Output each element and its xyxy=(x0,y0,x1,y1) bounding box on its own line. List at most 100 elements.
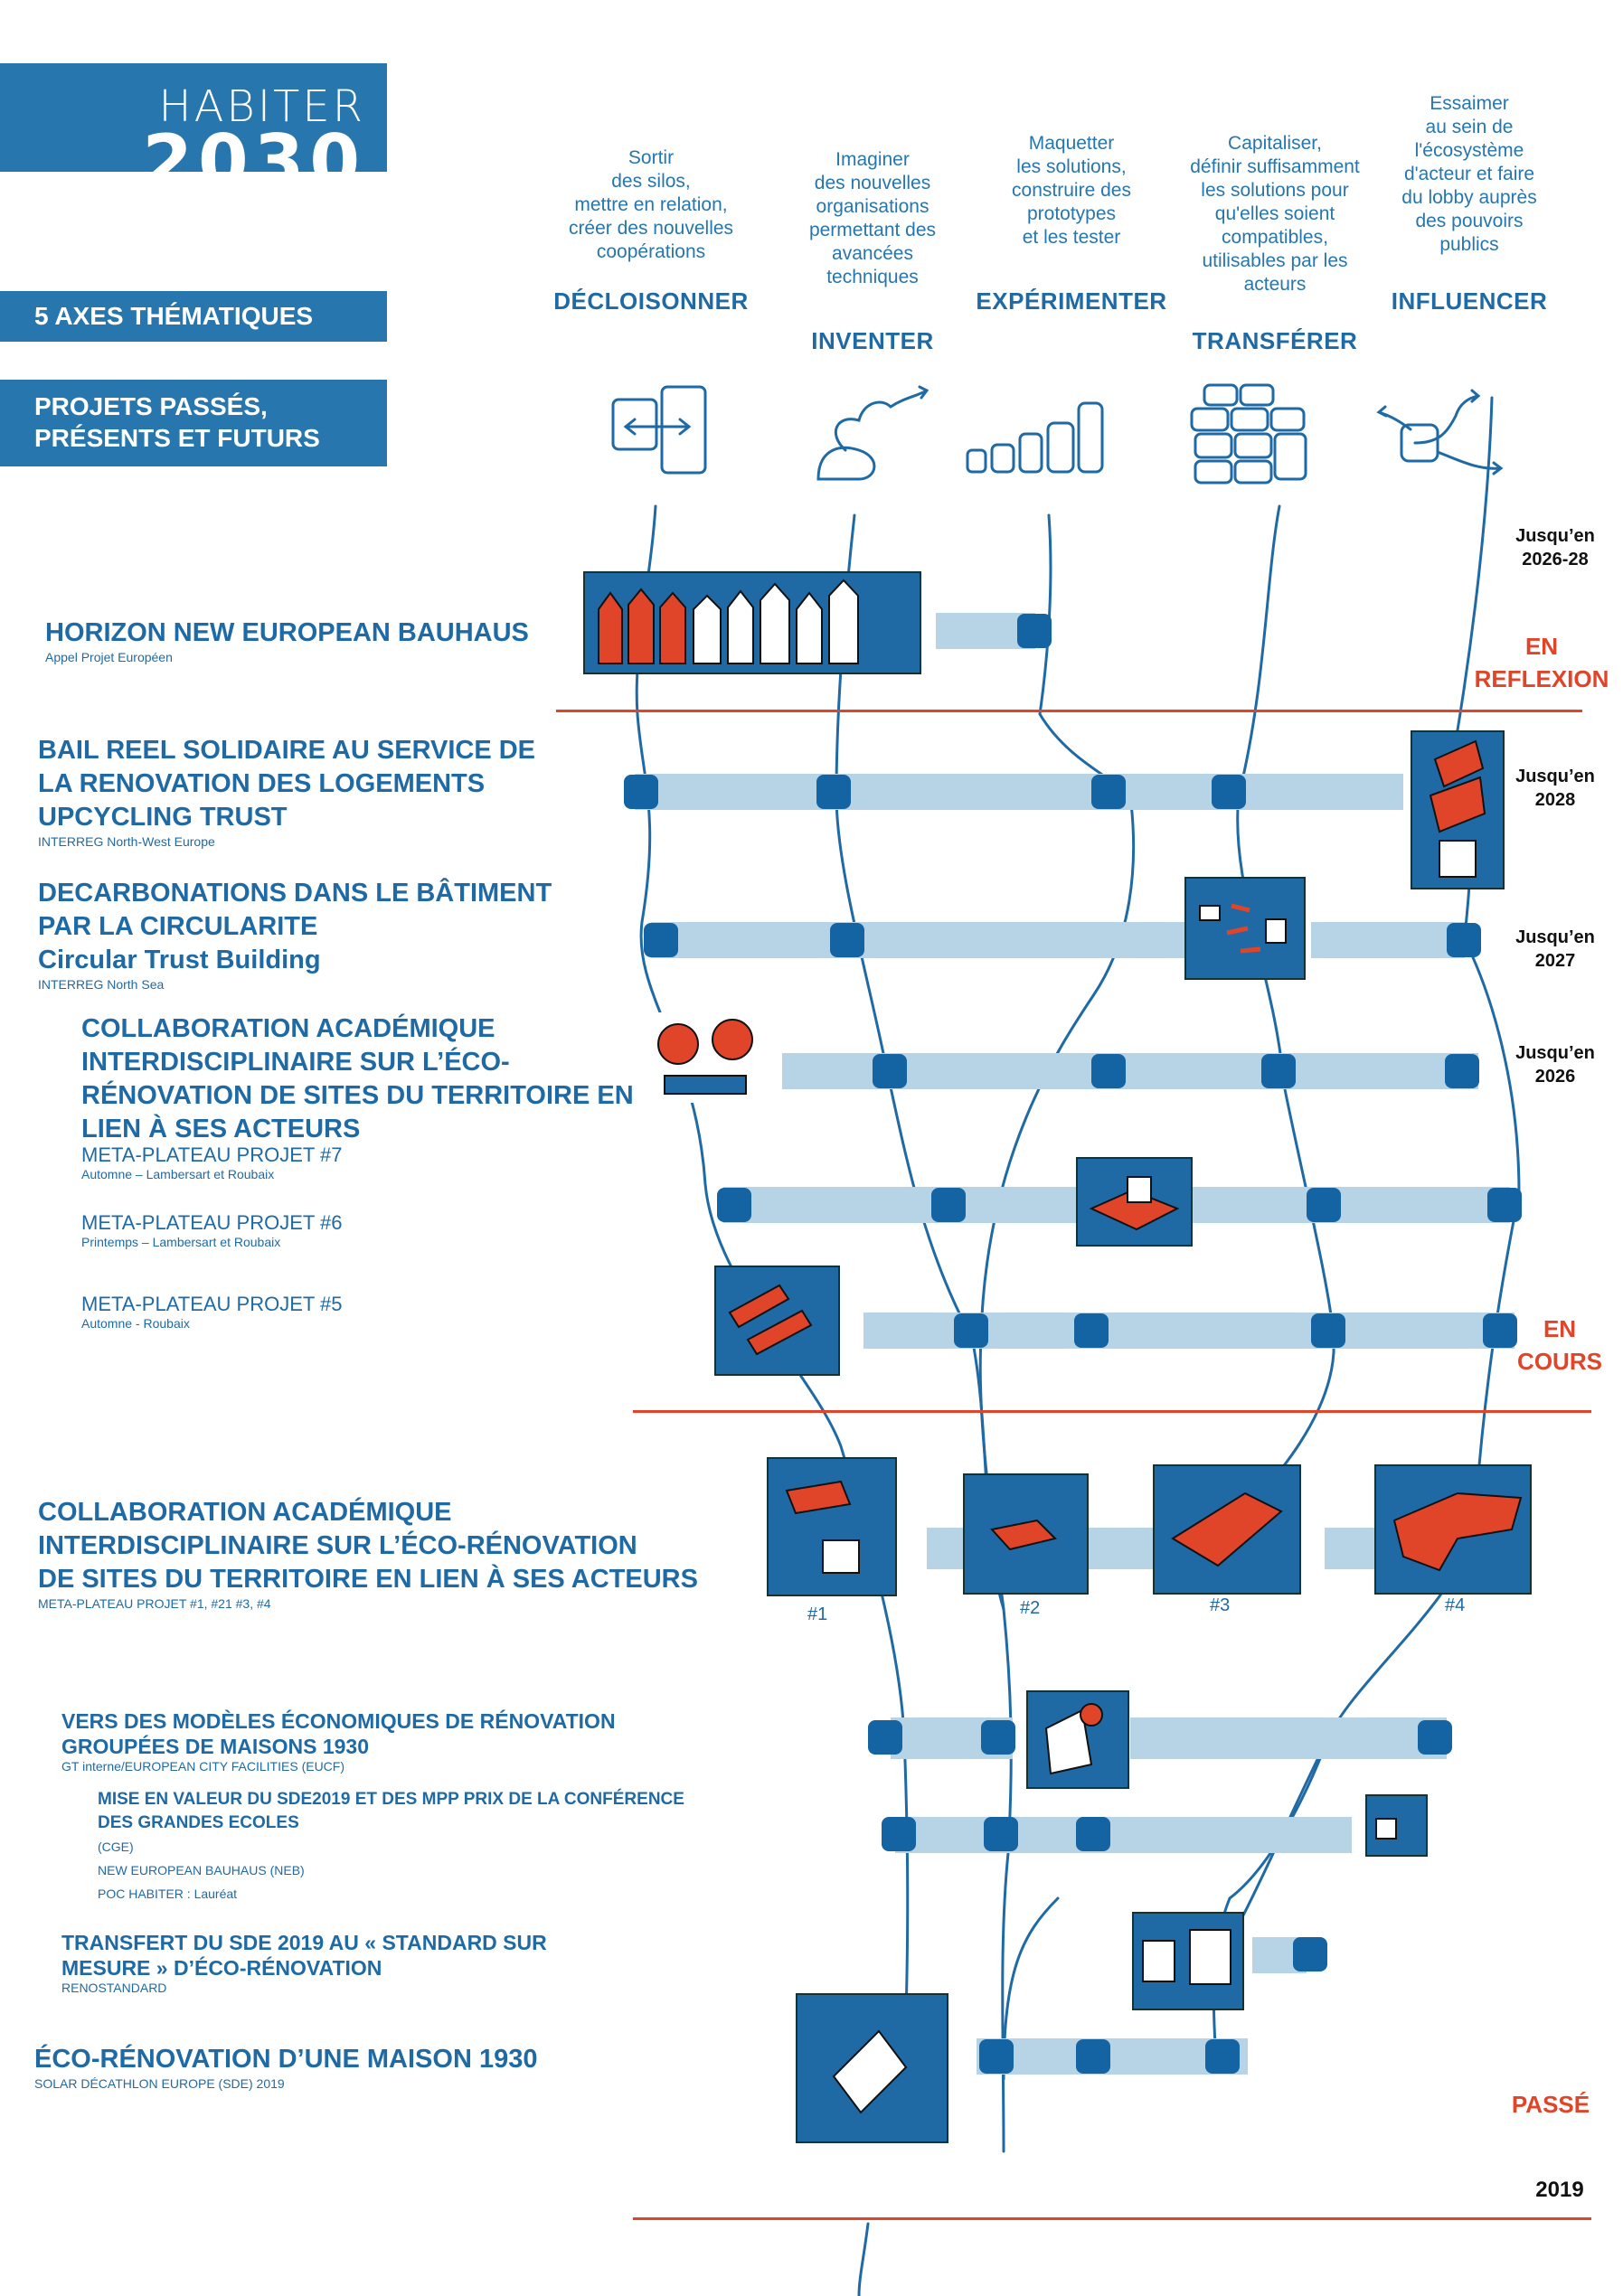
status-passe: PASSÉ xyxy=(1511,2091,1590,2118)
plateau-number-1: #1 xyxy=(807,1604,828,1624)
separator-passe xyxy=(633,2217,1591,2220)
axis-node xyxy=(717,1188,751,1222)
arrows-between-boxes-icon xyxy=(611,385,707,475)
plateau-2-illustration xyxy=(963,1473,1089,1595)
project-mp5: META-PLATEAU PROJET #5 Automne - Roubaix xyxy=(81,1293,343,1331)
axis-node xyxy=(954,1313,988,1348)
stacked-blocks-icon xyxy=(1190,383,1307,485)
axis-node xyxy=(1076,2039,1110,2074)
axis-node xyxy=(830,923,864,957)
project-horizon: HORIZON NEW EUROPEAN BAUHAUS Appel Proje… xyxy=(45,616,529,664)
axis-node xyxy=(931,1188,966,1222)
habiter-2030-logo: HABITER 2030 xyxy=(0,63,387,172)
project-transfert: TRANSFERT DU SDE 2019 AU « STANDARD SUR … xyxy=(61,1931,547,1995)
timeline-bar-decarb xyxy=(651,922,1184,958)
maison-illustration-small xyxy=(1026,1690,1129,1789)
axis-node xyxy=(1261,1054,1296,1088)
plateau-4-illustration xyxy=(1374,1464,1532,1595)
projects-tag: PROJETS PASSÉS, PRÉSENTS ET FUTURS xyxy=(0,380,387,466)
axis-node xyxy=(1418,1720,1452,1755)
axis-title-influencer: INFLUENCER xyxy=(1391,287,1548,315)
year-2019: 2019 xyxy=(1535,2178,1584,2202)
axis-node xyxy=(1487,1188,1522,1222)
project-title: HORIZON NEW EUROPEAN BAUHAUS xyxy=(45,618,529,647)
axis-node xyxy=(624,775,658,809)
axis-title-transferer: TRANSFÉRER xyxy=(1192,327,1358,354)
axis-node xyxy=(1311,1313,1345,1348)
axis-node xyxy=(1307,1188,1341,1222)
stairs-illustration xyxy=(1411,730,1505,889)
axis-node xyxy=(1091,1054,1126,1088)
separator-cours xyxy=(633,1410,1591,1413)
growing-prototypes-icon xyxy=(966,401,1104,474)
axis-node xyxy=(979,2039,1014,2074)
axis-node xyxy=(1076,1817,1110,1851)
branching-arrows-icon xyxy=(1376,389,1504,475)
axis-node xyxy=(644,923,678,957)
renostandard-illustration xyxy=(1132,1912,1244,2010)
logo-line2: 2030 xyxy=(142,119,365,172)
projects-tag-line2: PRÉSENTS ET FUTURS xyxy=(34,424,320,452)
axis-title-experimenter: EXPÉRIMENTER xyxy=(976,287,1167,315)
axis-node xyxy=(1293,1937,1327,1971)
axis-node xyxy=(1091,775,1126,809)
timeline-bar-maison xyxy=(977,2038,1248,2075)
axis-node xyxy=(1074,1313,1109,1348)
projects-tag-line1: PROJETS PASSÉS, xyxy=(34,392,268,420)
plateau-number-2: #2 xyxy=(1020,1598,1041,1618)
axis-node xyxy=(816,775,851,809)
project-eco-models: VERS DES MODÈLES ÉCONOMIQUES DE RÉNOVATI… xyxy=(61,1709,616,1774)
mp7-illustration xyxy=(646,1012,769,1103)
axis-title-inventer: INVENTER xyxy=(811,327,934,354)
european-houses-illustration xyxy=(583,571,921,674)
circular-building-illustration xyxy=(1184,877,1306,980)
project-mp7: META-PLATEAU PROJET #7 Automne – Lambers… xyxy=(81,1143,343,1181)
axis-node xyxy=(868,1720,902,1755)
timeline-bar-sde xyxy=(895,1817,1352,1853)
axis-node xyxy=(1445,1054,1479,1088)
project-subtitle: Appel Projet Européen xyxy=(45,650,173,664)
axis-node xyxy=(882,1817,916,1851)
project-collab-past: COLLABORATION ACADÉMIQUE INTERDISCIPLINA… xyxy=(38,1498,698,1611)
project-collab-current: COLLABORATION ACADÉMIQUE INTERDISCIPLINA… xyxy=(81,1014,634,1143)
axis-node xyxy=(981,1720,1015,1755)
logo-line1: HABITER xyxy=(158,81,365,132)
project-decarb: DECARBONATIONS DANS LE BÂTIMENT PAR LA C… xyxy=(38,879,552,992)
axis-node xyxy=(1483,1313,1517,1348)
axis-node xyxy=(1212,775,1246,809)
axis-node xyxy=(1205,2039,1240,2074)
project-maison: ÉCO-RÉNOVATION D’UNE MAISON 1930 SOLAR D… xyxy=(34,2045,538,2091)
project-bail: BAIL REEL SOLIDAIRE AU SERVICE DE LA REN… xyxy=(38,736,536,849)
timeline-bar-eco-2 xyxy=(1130,1717,1447,1759)
project-mp6: META-PLATEAU PROJET #6 Printemps – Lambe… xyxy=(81,1211,343,1249)
timeline-bar-collab2-b xyxy=(1325,1528,1379,1569)
plateau-3-illustration xyxy=(1153,1464,1301,1595)
axis-title-decloisonner: DÉCLOISONNER xyxy=(553,287,749,315)
separator-reflexion xyxy=(556,710,1582,712)
project-sde-value: MISE EN VALEUR DU SDE2019 ET DES MPP PRI… xyxy=(98,1790,684,1901)
timeline-bar-bail xyxy=(635,774,1403,810)
axes-tag: 5 AXES THÉMATIQUES xyxy=(0,291,387,342)
axis-node xyxy=(873,1054,907,1088)
plateau-number-3: #3 xyxy=(1210,1595,1231,1615)
mp5-illustration xyxy=(714,1266,840,1376)
plateau-number-4: #4 xyxy=(1445,1595,1466,1615)
axis-node xyxy=(1447,923,1481,957)
plateau-1-illustration xyxy=(767,1457,897,1596)
axes-tag-label: 5 AXES THÉMATIQUES xyxy=(34,302,314,330)
mp6-illustration xyxy=(1076,1157,1193,1247)
spark-arrow-icon xyxy=(816,385,929,481)
axis-node xyxy=(984,1817,1018,1851)
sde-illustration xyxy=(1365,1794,1428,1857)
axis-node xyxy=(1017,614,1052,648)
